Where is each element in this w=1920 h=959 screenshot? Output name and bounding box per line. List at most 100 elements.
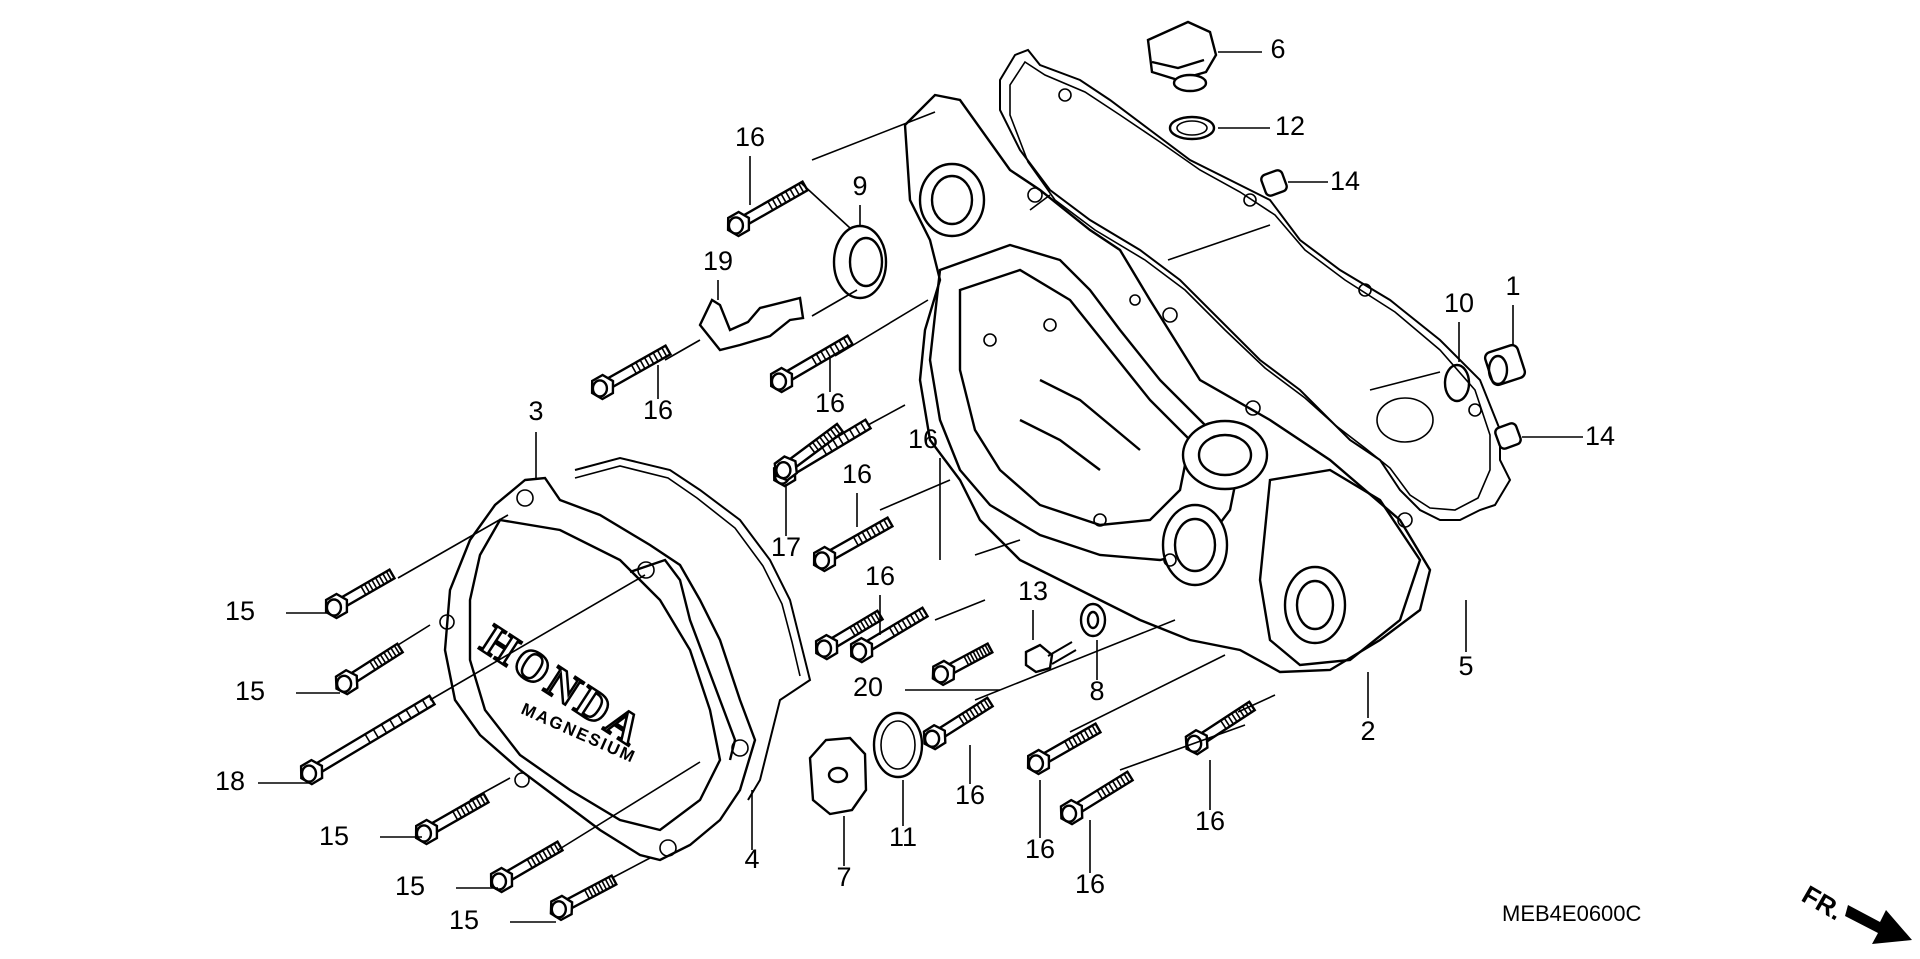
callout-c12: 12	[1218, 111, 1305, 141]
callout-c16f: 16	[865, 561, 895, 635]
callout-c14a: 14	[1288, 166, 1360, 196]
bolt-15b-part	[334, 642, 405, 696]
plug-part-7	[808, 736, 868, 816]
leader-lines	[397, 111, 1441, 879]
callout-number: 16	[865, 561, 895, 591]
washer-part-8	[1079, 602, 1107, 638]
bolt-18-part	[299, 694, 437, 786]
callout-number: 16	[1025, 834, 1055, 864]
callout-c16d: 16	[842, 459, 872, 527]
callout-c14b: 14	[1522, 421, 1615, 451]
bolt-16h-part	[1026, 722, 1103, 776]
bolt-16k-part	[814, 609, 885, 661]
callout-number: 20	[853, 672, 883, 702]
callout-c15d: 15	[395, 871, 498, 901]
callout-number: 7	[836, 862, 851, 892]
clip-part-19	[698, 296, 805, 352]
o-ring-11-inner	[880, 720, 916, 770]
front-direction-indicator: FR.	[1797, 879, 1912, 944]
callout-number: 16	[842, 459, 872, 489]
callout-c5: 5	[1458, 600, 1474, 681]
callout-number: 17	[771, 532, 801, 562]
bolt-16e-part	[812, 516, 895, 573]
callout-number: 16	[643, 395, 673, 425]
callout-c16g: 16	[955, 745, 985, 810]
callout-number: 16	[1195, 806, 1225, 836]
bolts-group	[299, 180, 1257, 922]
bolt-17-part	[773, 422, 845, 482]
bolt-16i-part	[1059, 770, 1135, 826]
bolt-15a-part	[324, 568, 397, 620]
callout-number: 16	[955, 780, 985, 810]
callout-c19: 19	[703, 246, 733, 300]
callout-number: 14	[1330, 166, 1360, 196]
callout-c7: 7	[836, 816, 852, 892]
callout-number: 15	[449, 905, 479, 935]
gasket-part-5	[999, 48, 1512, 521]
callout-number: 8	[1089, 676, 1104, 706]
callout-number: 6	[1270, 34, 1285, 64]
front-direction-label: FR.	[1797, 879, 1848, 926]
oil-filler-cap-part-6	[1146, 20, 1218, 93]
callout-c17: 17	[771, 484, 801, 562]
bolt-16c-part	[769, 334, 855, 394]
callout-c16j: 16	[1195, 760, 1225, 836]
callout-number: 15	[235, 676, 265, 706]
callout-number: 16	[908, 424, 938, 454]
callout-c2: 2	[1360, 672, 1376, 746]
front-arrow-icon	[1845, 905, 1912, 944]
callout-c16e: 16	[908, 424, 941, 560]
o-ring-part-11	[872, 711, 924, 779]
bolt-part-13	[1024, 641, 1077, 674]
bolt-20-part	[931, 641, 994, 687]
callout-number: 12	[1275, 111, 1305, 141]
callout-c13: 13	[1018, 576, 1048, 640]
cover-gasket-part-4	[574, 456, 812, 801]
callout-number: 5	[1458, 651, 1473, 681]
callout-number: 9	[852, 171, 867, 201]
callout-c10: 10	[1444, 288, 1474, 362]
bolt-15d-part	[489, 840, 565, 894]
bolt-16a-part	[726, 180, 810, 238]
callout-number: 19	[703, 246, 733, 276]
callout-number: 4	[744, 844, 759, 874]
callout-number: 16	[735, 122, 765, 152]
callout-c15e: 15	[449, 905, 556, 935]
bolt-15e-part	[549, 873, 618, 922]
callout-number: 13	[1018, 576, 1048, 606]
callout-c15b: 15	[235, 676, 340, 706]
callout-c16i: 16	[1075, 820, 1105, 899]
callout-c20: 20	[853, 672, 1000, 702]
callout-c8: 8	[1089, 640, 1105, 706]
callout-c18: 18	[215, 766, 310, 796]
callout-c16c: 16	[815, 356, 845, 418]
callout-number: 18	[215, 766, 245, 796]
callout-c15c: 15	[319, 821, 422, 851]
callout-number: 16	[1075, 869, 1105, 899]
washer-part-10	[1443, 363, 1471, 403]
dowel-pin-part-14b	[1494, 422, 1522, 450]
callout-c6: 6	[1218, 34, 1286, 64]
callout-number: 2	[1360, 716, 1375, 746]
dowel-pin-part-14a	[1260, 169, 1288, 197]
callout-c9: 9	[852, 171, 868, 226]
bolt-16j-part	[1184, 700, 1257, 756]
callout-number: 10	[1444, 288, 1474, 318]
callout-number: 15	[395, 871, 425, 901]
callout-c11: 11	[889, 780, 917, 852]
callout-number: 15	[319, 821, 349, 851]
clutch-cover-part-3: HONDA MAGNESIUM	[439, 476, 757, 862]
callout-number: 16	[815, 388, 845, 418]
bolt-16f-part	[849, 606, 930, 664]
bolt-16b-part	[590, 344, 673, 401]
o-ring-inner	[1176, 120, 1208, 136]
bolt-15c-part	[414, 792, 491, 846]
callout-c15a: 15	[225, 596, 330, 626]
crankcase-cover-part-2	[903, 93, 1432, 674]
callout-number: 3	[528, 396, 543, 426]
callout-c3: 3	[528, 396, 544, 480]
callout-c16h: 16	[1025, 780, 1055, 864]
